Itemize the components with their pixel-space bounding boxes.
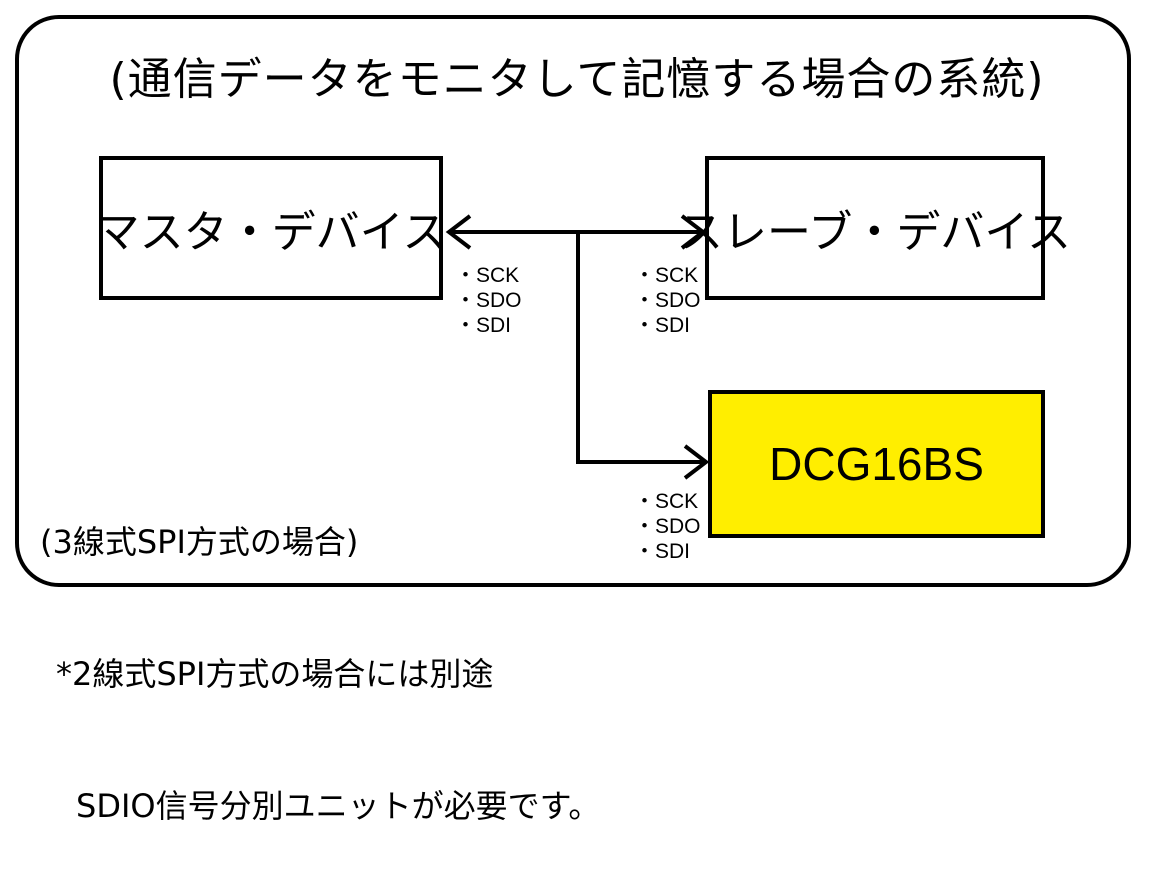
signal-label: ・SDO bbox=[634, 289, 701, 312]
signal-label: ・SDI bbox=[634, 314, 691, 337]
note-3wire: (3線式SPI方式の場合) bbox=[40, 523, 359, 561]
arrowhead-right-icon bbox=[680, 214, 707, 250]
slave-signal-list: ・SCK ・SDO ・SDI bbox=[634, 263, 701, 338]
note-2wire: *2線式SPI方式の場合には別途 bbox=[56, 655, 494, 693]
note-sdio-unit: SDIO信号分別ユニットが必要です。 bbox=[76, 787, 601, 825]
connection-wires bbox=[445, 214, 710, 480]
master-device-box: マスタ・デバイス bbox=[96, 156, 446, 300]
signal-label: ・SDO bbox=[634, 515, 701, 538]
master-signal-list: ・SCK ・SDO ・SDI bbox=[455, 263, 522, 338]
signal-label: ・SDO bbox=[455, 289, 522, 312]
signal-label: ・SCK bbox=[634, 264, 699, 287]
dcg-signal-list: ・SCK ・SDO ・SDI bbox=[634, 489, 701, 564]
diagram-title: (通信データをモニタして記憶する場合の系統) bbox=[109, 54, 1045, 105]
notes-block: (3線式SPI方式の場合) *2線式SPI方式の場合には別途 SDIO信号分別ユ… bbox=[40, 432, 600, 872]
arrowhead-dcg-icon bbox=[683, 444, 710, 480]
slave-device-label: スレーブ・デバイス bbox=[678, 207, 1072, 258]
dcg16bs-label: DCG16BS bbox=[769, 438, 984, 490]
dcg16bs-box: DCG16BS bbox=[708, 390, 1045, 538]
signal-label: ・SCK bbox=[455, 264, 520, 287]
diagram-frame bbox=[15, 15, 1131, 587]
slave-device-box: スレーブ・デバイス bbox=[679, 156, 1071, 300]
signal-label: ・SDI bbox=[455, 314, 512, 337]
arrowhead-left-icon bbox=[445, 214, 472, 250]
signal-label: ・SCK bbox=[634, 490, 699, 513]
signal-label: ・SDI bbox=[634, 540, 691, 563]
master-device-label: マスタ・デバイス bbox=[95, 207, 447, 258]
